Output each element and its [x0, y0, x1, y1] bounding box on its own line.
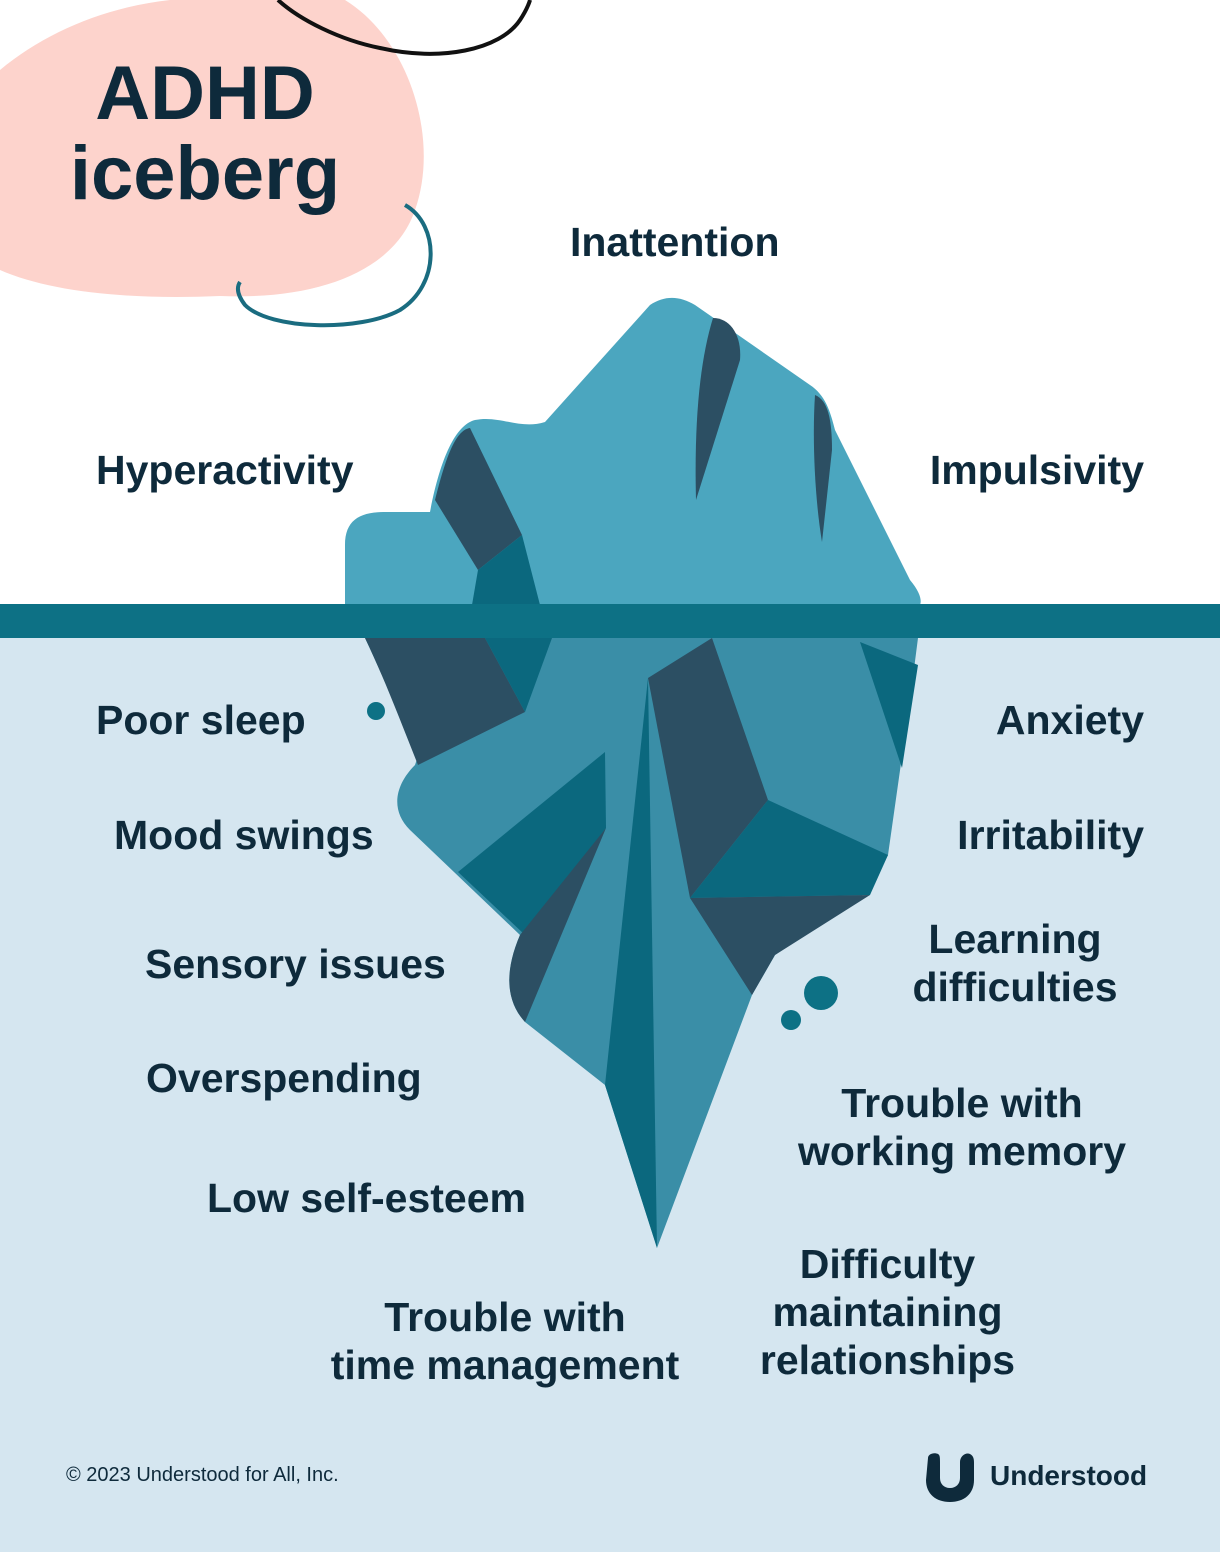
label-irritability: Irritability	[957, 812, 1144, 858]
bubble-poor-sleep	[367, 702, 385, 720]
bubble-small	[781, 1010, 801, 1030]
base-dark-keel	[509, 828, 606, 1022]
label-overspending: Overspending	[146, 1055, 422, 1101]
label-time-management: Trouble with time management	[310, 1293, 700, 1389]
working-memory-line-1: Trouble with	[841, 1080, 1083, 1126]
relationships-line-1: Difficulty	[799, 1241, 976, 1287]
title-line-2: iceberg	[69, 131, 341, 216]
relationships-line-3: relationships	[759, 1337, 1016, 1383]
working-memory-line-2: working memory	[797, 1128, 1127, 1174]
copyright-text: © 2023 Understood for All, Inc.	[66, 1464, 339, 1486]
title-line-1: ADHD	[95, 51, 315, 136]
base-spike	[605, 678, 657, 1248]
tip-shadow-lower	[472, 535, 540, 605]
waterline	[0, 604, 1220, 638]
page-title: ADHD iceberg	[60, 54, 350, 214]
base-teal-center	[458, 752, 606, 935]
label-learning-difficulties: Learning difficulties	[895, 915, 1135, 1011]
title-blob	[0, 0, 424, 297]
label-poor-sleep: Poor sleep	[96, 697, 306, 743]
tip-crack-1	[695, 318, 741, 500]
base-teal-edge	[860, 642, 918, 768]
base-dark-left	[365, 638, 525, 765]
label-mood-swings: Mood swings	[114, 812, 374, 858]
decor-loop-teal	[236, 203, 433, 328]
learning-line-2: difficulties	[912, 964, 1118, 1010]
label-sensory-issues: Sensory issues	[145, 941, 446, 987]
tip-crack-2	[813, 395, 832, 542]
time-management-line-1: Trouble with	[384, 1294, 626, 1340]
tip-shadow-left	[435, 428, 522, 570]
decor-squiggle-black	[276, 0, 532, 56]
base-teal-left	[485, 638, 552, 712]
understood-logo-icon	[926, 1453, 974, 1502]
learning-line-1: Learning	[928, 916, 1102, 962]
base-dark-mid	[648, 638, 768, 898]
label-impulsivity: Impulsivity	[929, 447, 1144, 493]
label-relationships: Difficulty maintaining relationships	[745, 1240, 1030, 1384]
time-management-line-2: time management	[330, 1342, 680, 1388]
label-low-self-esteem: Low self-esteem	[207, 1175, 526, 1221]
iceberg-tip	[345, 297, 921, 605]
base-teal-right	[690, 800, 888, 898]
label-hyperactivity: Hyperactivity	[96, 447, 354, 493]
label-working-memory: Trouble with working memory	[782, 1079, 1142, 1175]
label-anxiety: Anxiety	[995, 697, 1144, 743]
label-inattention: Inattention	[570, 219, 780, 265]
relationships-line-2: maintaining	[772, 1289, 1003, 1335]
brand-name: Understood	[990, 1460, 1148, 1491]
bubble-large	[804, 976, 838, 1010]
base-dark-right	[690, 895, 870, 995]
